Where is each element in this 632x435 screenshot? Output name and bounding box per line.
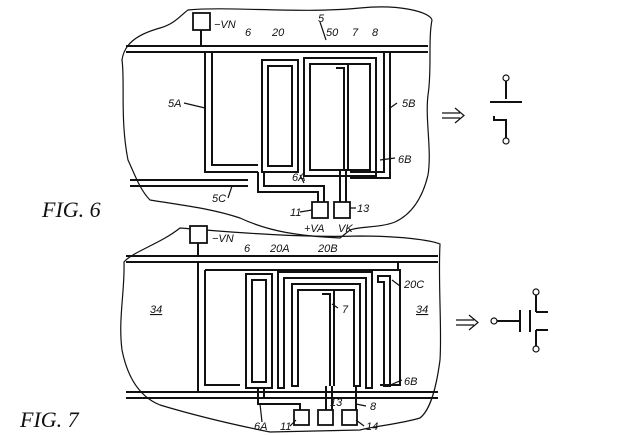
fig6-top-bus — [126, 45, 428, 53]
fig7-label-7: 7 — [342, 304, 349, 316]
fig6-substrate-outline — [121, 6, 433, 239]
fig7-label-20b: 20B — [317, 243, 338, 255]
fig7-frame — [197, 262, 401, 392]
fig6-label-6a: 6A — [292, 172, 305, 184]
fig6-electrode-50 — [303, 57, 377, 177]
fig6-frame-5a — [204, 52, 258, 173]
fig7-label-20a: 20A — [269, 243, 290, 255]
fig7-pad-11 — [293, 409, 310, 426]
fig7-electrode-inner — [291, 283, 361, 387]
variable-capacitor-icon — [490, 288, 548, 353]
fig7-electrode-20a — [245, 273, 273, 389]
fig6-label-50: 50 — [326, 27, 339, 39]
fig7-label-11: 11 — [280, 421, 291, 433]
fig6-leads — [257, 170, 347, 202]
fig6-label-7: 7 — [352, 27, 359, 39]
fig7-label-34-left: 34 — [150, 304, 162, 316]
fig6-label-6b: 6B — [398, 154, 411, 166]
fig7-electrode-20b — [277, 271, 373, 389]
fig6-label-5c: 5C — [212, 193, 226, 205]
figure-6: −VN 6 20 5 50 7 8 5A 5B 6B 6A 5C 11 13 +… — [41, 6, 522, 239]
fig7-label-6a: 6A — [254, 421, 267, 433]
fig7-vn-pad — [189, 225, 208, 244]
fig6-label-5a: 5A — [168, 98, 181, 110]
fig7-label-vn: −VN — [212, 233, 234, 245]
fig7-label-34-right: 34 — [416, 304, 428, 316]
fig7-leads — [257, 386, 357, 410]
fig7-substrate-outline — [120, 227, 442, 433]
fig6-leader-lines — [183, 21, 398, 213]
fig7-pad-13 — [317, 409, 334, 426]
fig6-caption: FIG. 6 — [41, 197, 101, 222]
fig6-label-va: +VA — [304, 223, 325, 235]
fig6-frame-5b — [350, 52, 391, 179]
fig6-label-vk: VK — [338, 223, 353, 235]
figure-7: −VN 6 20A 20B 20C 34 34 7 6B 13 8 6A 11 … — [19, 225, 548, 433]
fig6-electrode-7 — [332, 63, 349, 170]
fig7-electrode-20c — [377, 275, 391, 387]
fig6-label-5b: 5B — [402, 98, 415, 110]
fig6-pad-11 — [311, 201, 329, 219]
fig6-label-vn: −VN — [214, 19, 236, 31]
fig7-leader-lines — [259, 279, 403, 427]
fig7-bottom-bus — [126, 391, 438, 399]
fig7-caption: FIG. 7 — [19, 407, 80, 432]
fig7-pad-14 — [341, 409, 358, 426]
fig7-arrow-icon — [456, 314, 479, 331]
switch-icon — [490, 74, 522, 145]
fig7-label-6b: 6B — [404, 376, 417, 388]
fig7-label-13: 13 — [330, 397, 343, 409]
fig7-label-8: 8 — [370, 401, 377, 413]
fig6-label-8: 8 — [372, 27, 379, 39]
fig7-label-14: 14 — [366, 421, 378, 433]
fig6-vn-pad — [192, 12, 211, 31]
fig6-pad-13 — [333, 201, 351, 219]
fig6-label-6: 6 — [245, 27, 252, 39]
fig6-label-11: 11 — [290, 207, 301, 219]
fig7-electrode-7 — [318, 289, 335, 386]
fig6-bottom-bus — [130, 179, 248, 187]
fig7-label-6: 6 — [244, 243, 251, 255]
fig7-label-20c: 20C — [403, 279, 424, 291]
fig6-electrode-20 — [261, 59, 299, 173]
fig6-label-13: 13 — [357, 203, 370, 215]
fig7-top-bus — [126, 255, 438, 263]
fig6-label-5: 5 — [318, 13, 325, 25]
fig6-arrow-icon — [442, 107, 465, 124]
fig6-label-20: 20 — [271, 27, 285, 39]
